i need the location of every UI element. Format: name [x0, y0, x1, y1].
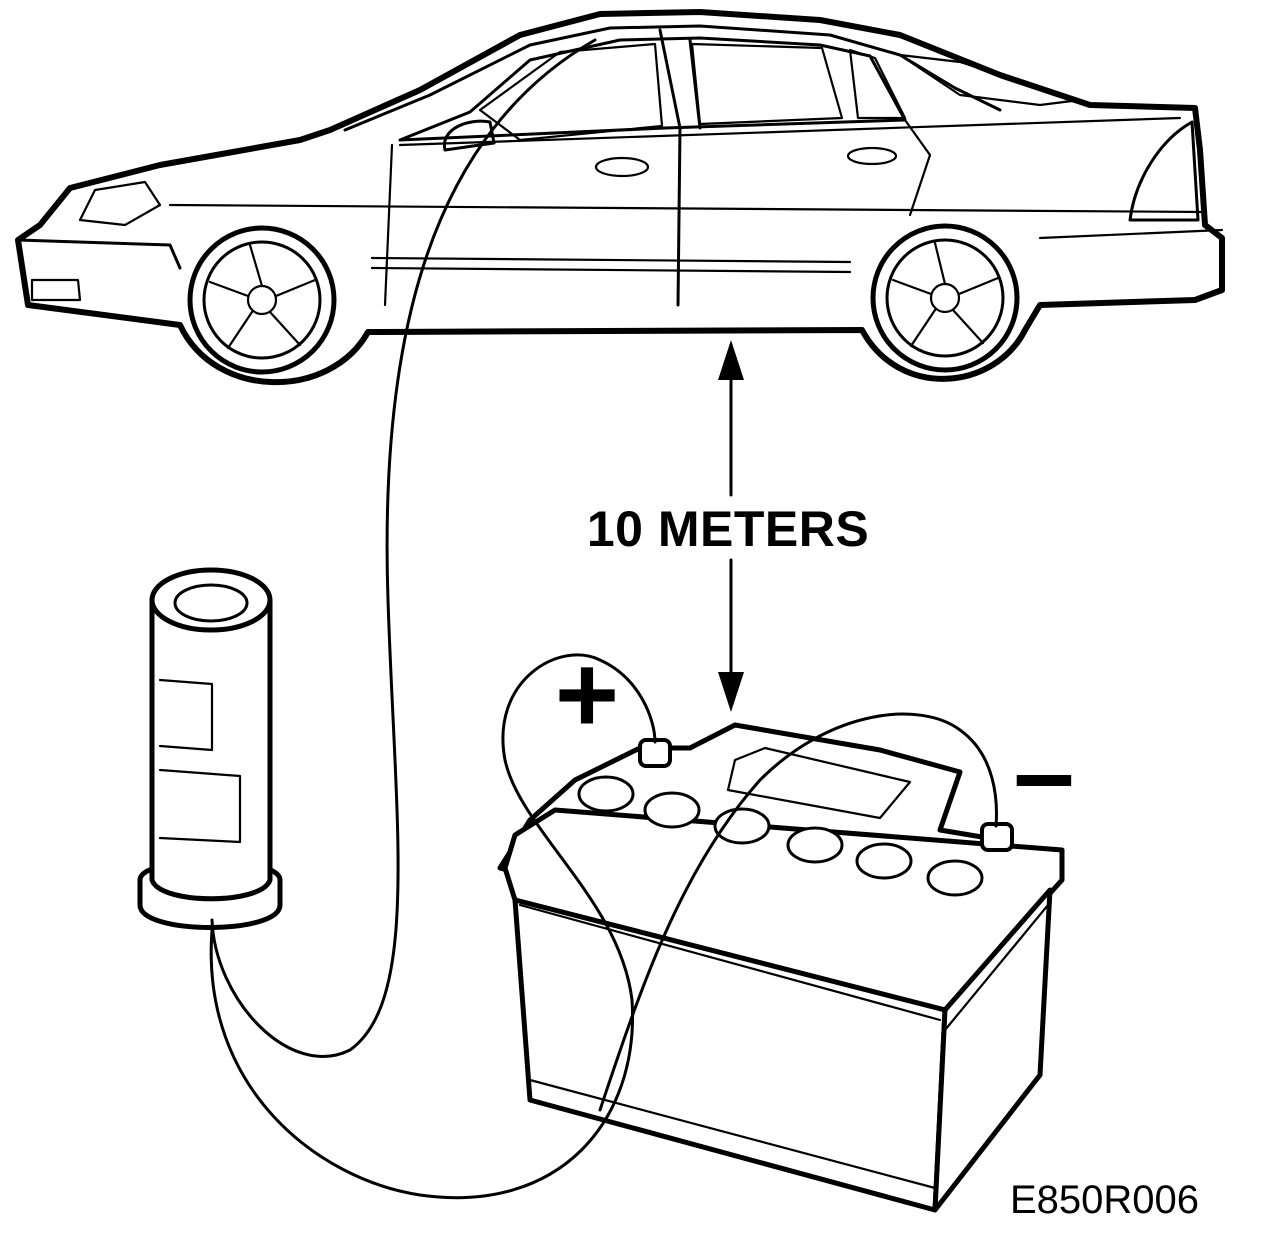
- double-arrow-icon: [718, 340, 744, 712]
- cable-icon: [209, 38, 998, 1200]
- car-icon: [15, 9, 1225, 386]
- battery-icon: [497, 722, 1065, 1213]
- negative-terminal-label: –: [1013, 711, 1075, 834]
- cylinder-icon: [137, 567, 283, 930]
- distance-label: 10 METERS: [586, 501, 870, 557]
- positive-terminal-label: +: [554, 633, 620, 756]
- figure-code-label: E850R006: [1010, 1178, 1200, 1222]
